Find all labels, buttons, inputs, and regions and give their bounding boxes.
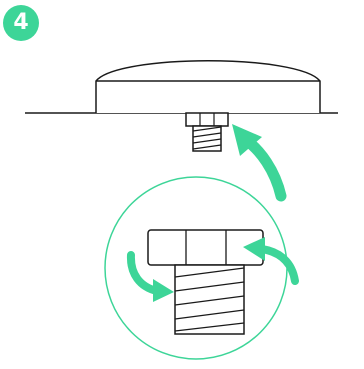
small-hex-nut-icon — [185, 112, 229, 127]
threaded-bolt-icon — [174, 264, 245, 335]
small-bolt-thread — [192, 132, 222, 138]
small-fastener — [185, 112, 229, 152]
right-rotate-arrow-icon — [243, 237, 299, 285]
step-number: 4 — [13, 10, 29, 35]
dome-cover-icon — [95, 60, 321, 113]
small-bolt-thread — [192, 144, 222, 150]
small-bolt-thread — [192, 126, 222, 132]
upward-rotate-arrow-icon — [232, 124, 287, 202]
step-number-badge: 4 — [3, 5, 39, 41]
left-rotate-arrow-icon — [126, 251, 174, 302]
small-bolt-thread — [192, 138, 222, 144]
